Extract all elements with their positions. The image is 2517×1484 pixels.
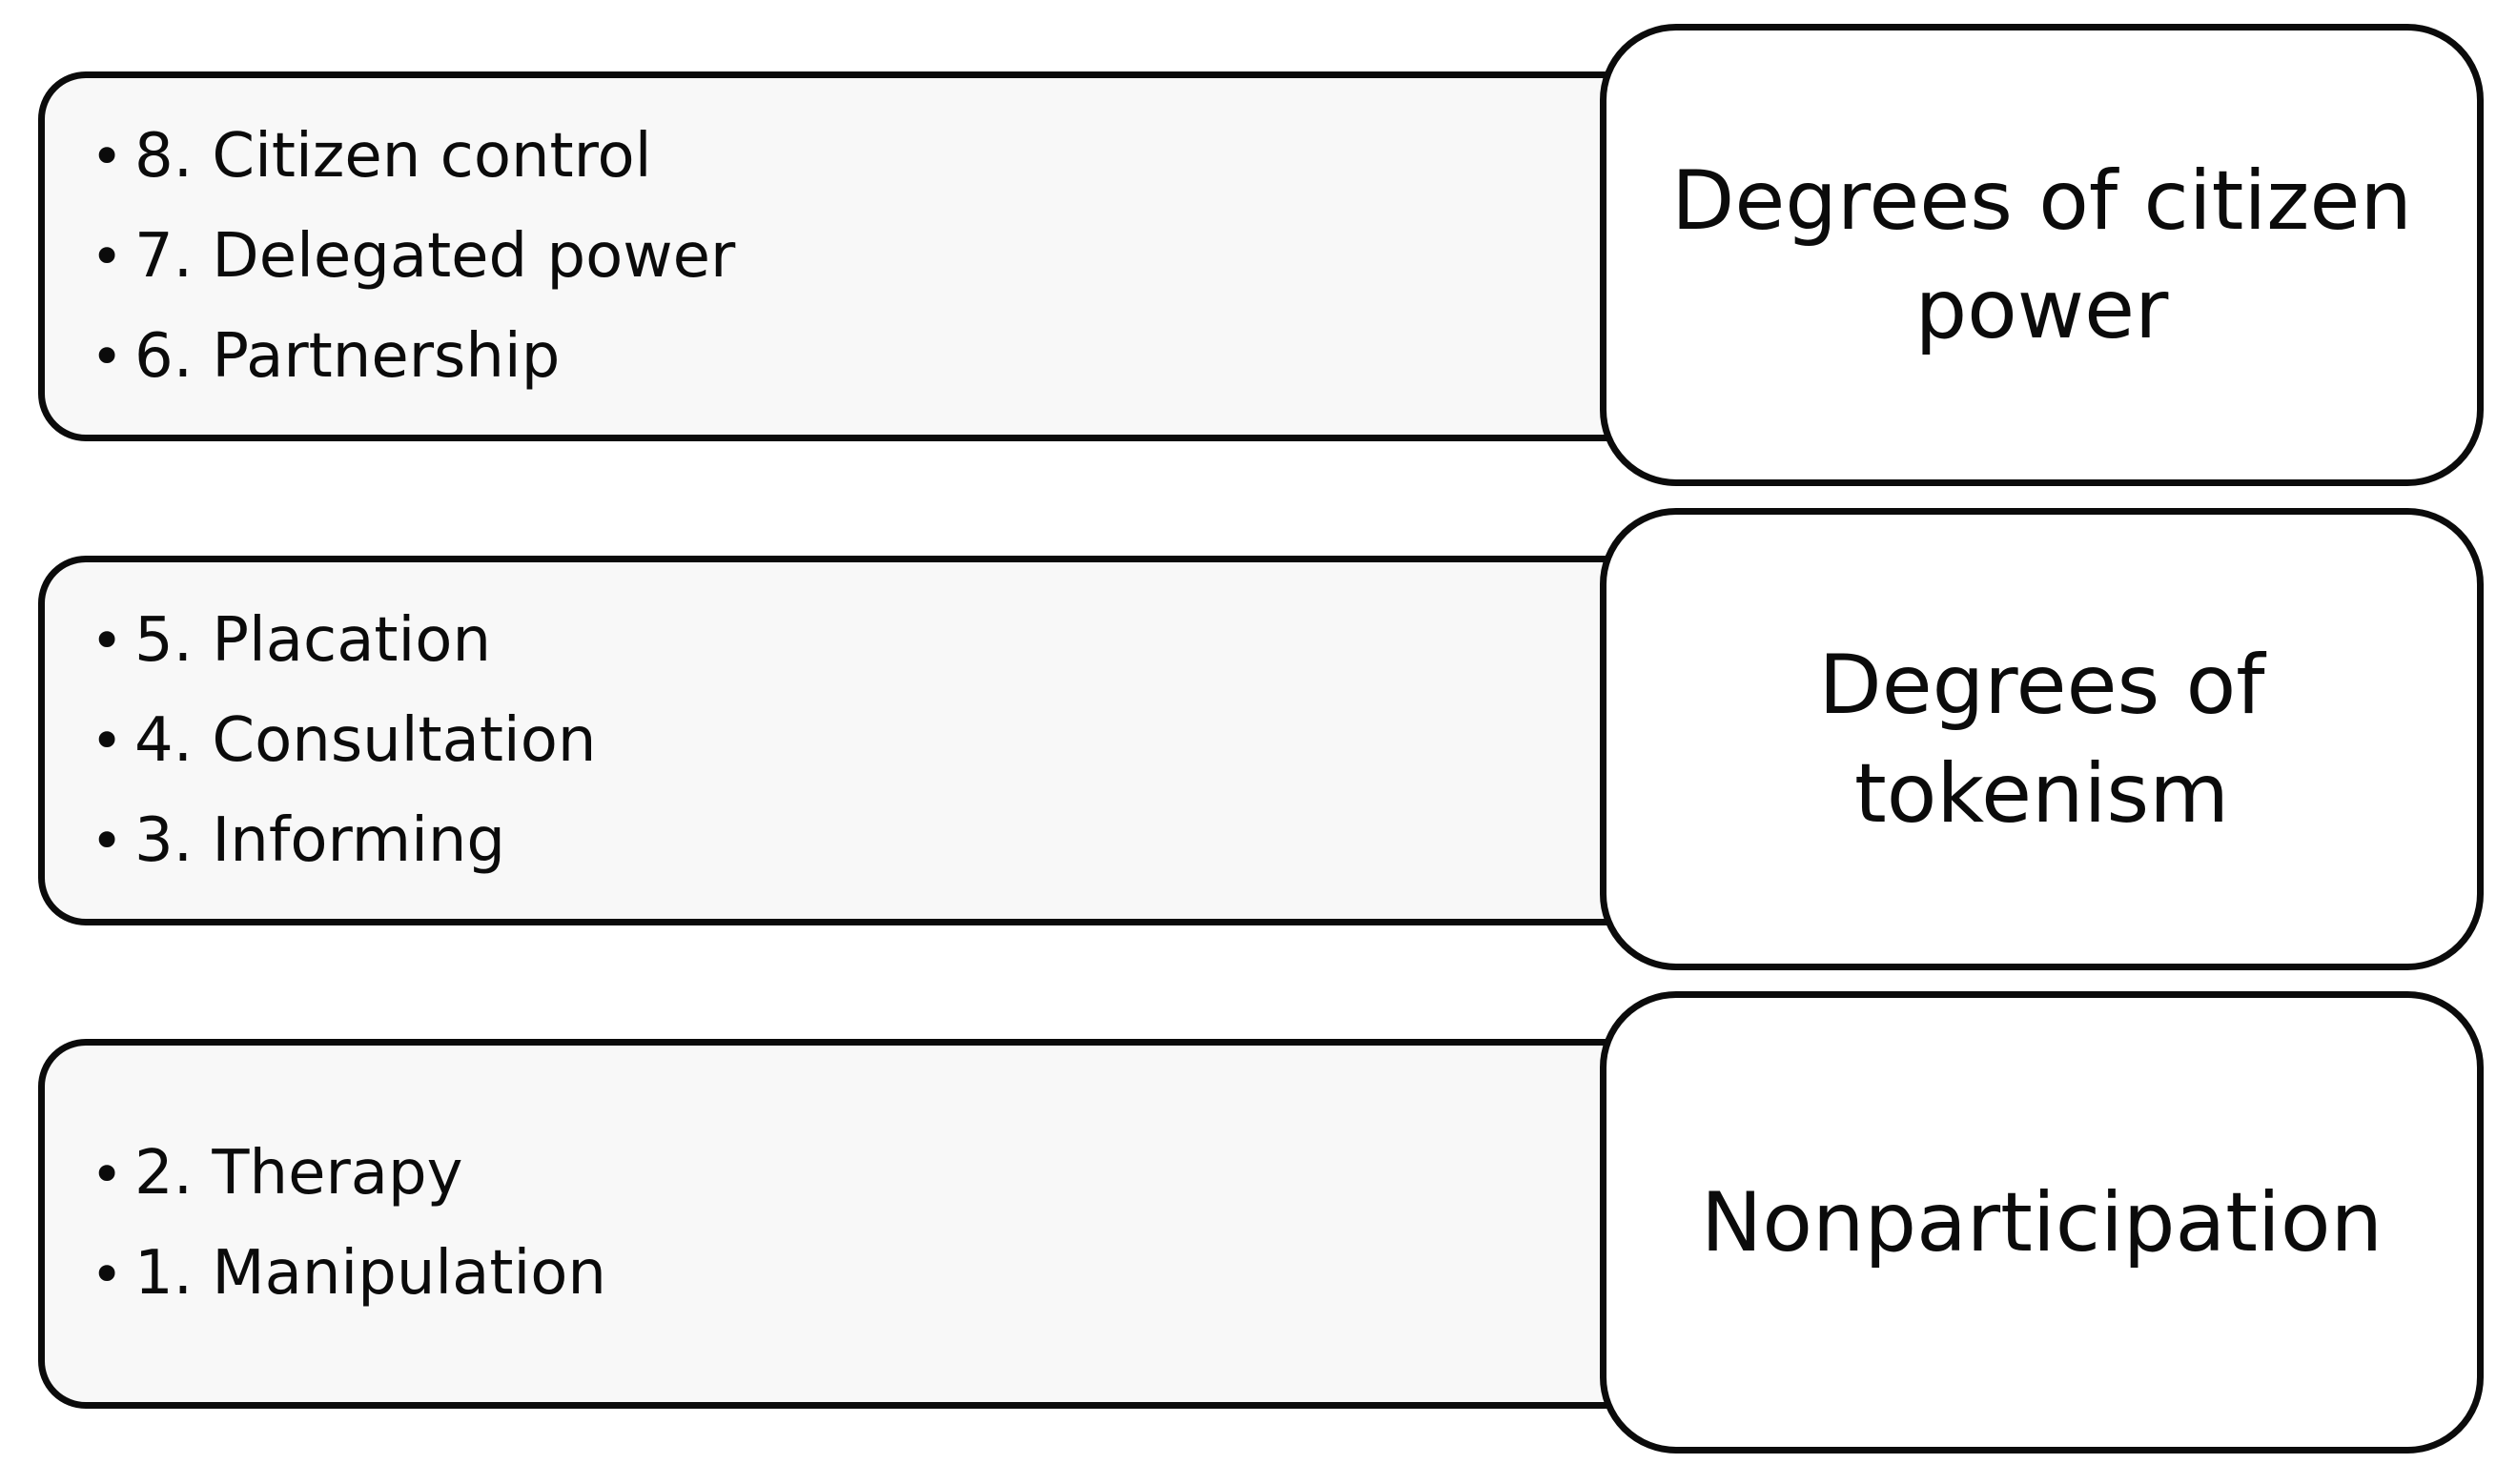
bullet-icon: • [91, 124, 124, 189]
category-label: Degrees of citizen power [1671, 152, 2412, 357]
item-label: 5. Placation [134, 604, 491, 676]
category-label: Degrees of tokenism [1818, 637, 2265, 842]
bullet-icon: • [91, 1241, 124, 1307]
items-box-tokenism: • 5. Placation • 4. Consultation • 3. In… [38, 556, 1697, 925]
items-box-nonparticipation: • 2. Therapy • 1. Manipulation [38, 1039, 1697, 1409]
bullet-icon: • [91, 324, 124, 389]
bullet-icon: • [91, 224, 124, 289]
items-list: • 8. Citizen control • 7. Delegated powe… [91, 78, 735, 435]
list-item: • 7. Delegated power [91, 207, 735, 307]
item-label: 6. Partnership [134, 320, 561, 392]
list-item: • 5. Placation [91, 591, 596, 691]
list-item: • 1. Manipulation [91, 1224, 606, 1324]
item-label: 8. Citizen control [134, 120, 652, 192]
bullet-icon: • [91, 708, 124, 773]
category-label: Nonparticipation [1701, 1174, 2383, 1271]
item-label: 4. Consultation [134, 704, 597, 776]
list-item: • 3. Informing [91, 791, 596, 891]
item-label: 3. Informing [134, 804, 506, 876]
bullet-icon: • [91, 808, 124, 873]
bullet-icon: • [91, 608, 124, 673]
category-box-nonparticipation: Nonparticipation [1600, 991, 2484, 1454]
item-label: 1. Manipulation [134, 1238, 606, 1309]
list-item: • 6. Partnership [91, 307, 735, 407]
items-list: • 5. Placation • 4. Consultation • 3. In… [91, 562, 596, 919]
category-box-tokenism: Degrees of tokenism [1600, 508, 2484, 970]
item-label: 7. Delegated power [134, 220, 736, 292]
items-list: • 2. Therapy • 1. Manipulation [91, 1046, 606, 1402]
list-item: • 8. Citizen control [91, 107, 735, 207]
category-box-citizen-power: Degrees of citizen power [1600, 24, 2484, 486]
items-box-citizen-power: • 8. Citizen control • 7. Delegated powe… [38, 71, 1697, 441]
bullet-icon: • [91, 1141, 124, 1207]
item-label: 2. Therapy [134, 1138, 463, 1209]
list-item: • 2. Therapy [91, 1124, 606, 1224]
list-item: • 4. Consultation [91, 691, 596, 791]
